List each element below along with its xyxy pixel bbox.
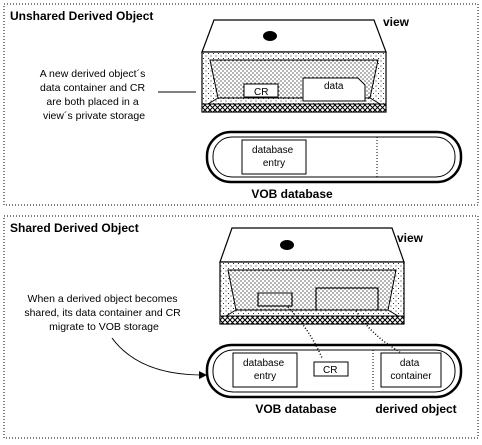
panel-unshared: Unshared Derived Object view CR data A n… <box>3 3 479 206</box>
view-label: view <box>383 15 410 29</box>
data-container-box <box>380 352 442 388</box>
vob-database-label: VOB database <box>251 187 333 201</box>
caption: When a derived object becomes shared, it… <box>24 293 183 333</box>
database-entry-box <box>232 352 298 388</box>
vob-database-label: VOB database <box>255 402 337 416</box>
panel-title: Shared Derived Object <box>10 221 139 235</box>
data-label: data <box>324 81 344 92</box>
panel-shared: Shared Derived Object view When a derive… <box>3 215 479 439</box>
vacated-data-slot <box>315 287 379 311</box>
panel-border <box>3 3 479 206</box>
vacated-cr-slot <box>257 292 293 307</box>
data-container-box <box>302 77 366 102</box>
vob-database <box>205 343 463 399</box>
panel-border <box>3 215 479 439</box>
database-entry-label: database entry <box>252 145 296 169</box>
migrate-arrow <box>111 337 207 380</box>
view-knob-icon <box>280 240 294 250</box>
cr-label: CR <box>323 365 337 376</box>
cr-box <box>243 83 279 98</box>
derived-object-label: derived object <box>375 402 456 416</box>
view-label: view <box>397 231 424 245</box>
caption: A new derived object´s data container an… <box>40 68 149 122</box>
cr-label: CR <box>254 87 268 98</box>
view-knob-icon <box>263 31 277 41</box>
view-storage <box>201 19 387 113</box>
cr-box <box>313 361 349 377</box>
database-entry-box <box>241 139 307 175</box>
panel-title: Unshared Derived Object <box>10 9 153 23</box>
data-container-label: data container <box>390 358 432 382</box>
vob-database <box>205 130 463 184</box>
database-entry-label: database entry <box>243 358 287 382</box>
